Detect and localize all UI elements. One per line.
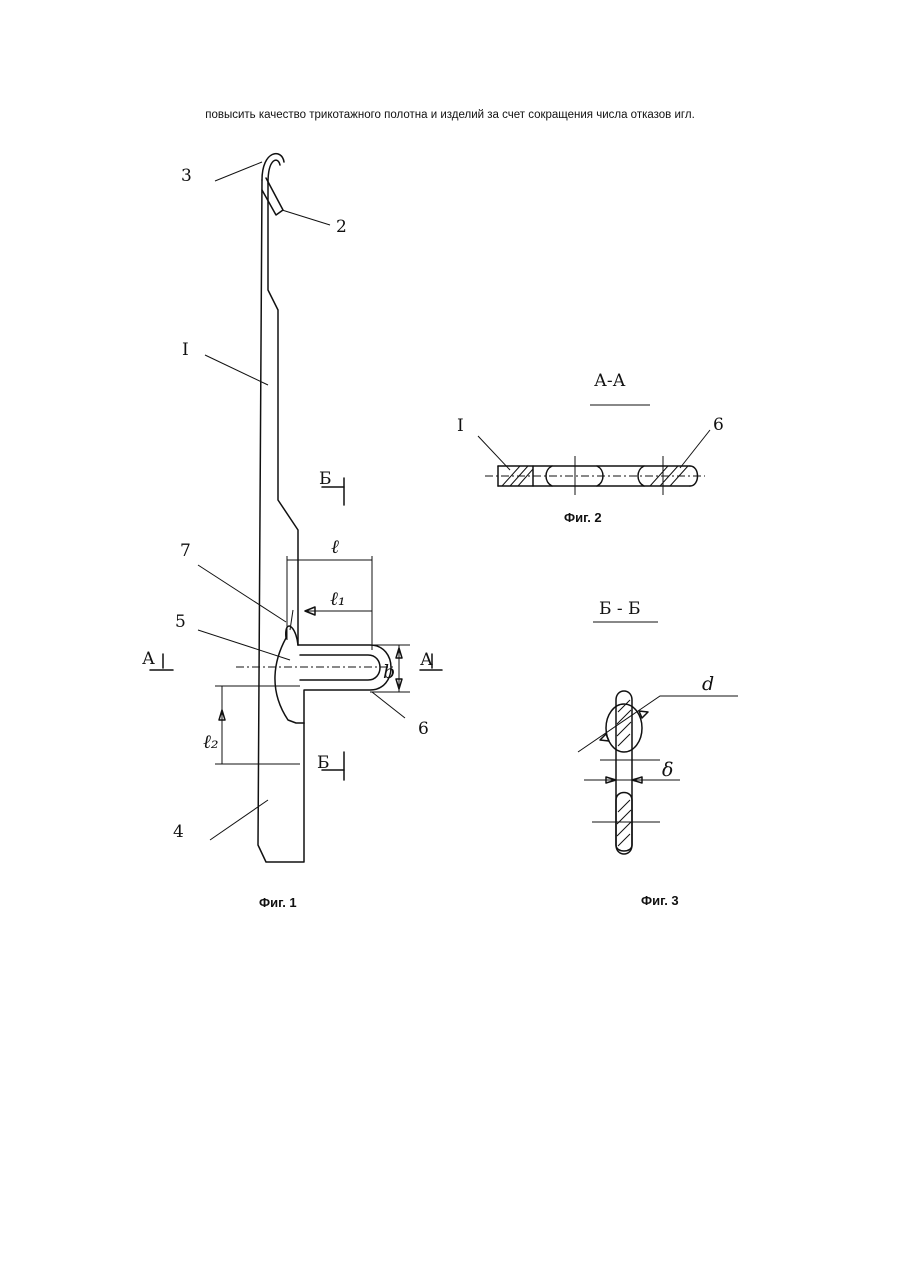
fig1-dim-l1: ℓ₁ xyxy=(330,588,346,610)
fig1-label-b-top: Б xyxy=(319,469,332,489)
fig2-label-6: 6 xyxy=(713,415,724,435)
fig2-cross-section xyxy=(478,430,710,495)
fig3-caption: Фиг. 3 xyxy=(641,893,679,908)
fig1-label-4: 4 xyxy=(173,822,184,842)
fig1-dim-l2: ℓ₂ xyxy=(203,731,219,753)
fig2-section-title: А-А xyxy=(594,371,626,391)
fig1-label-3: 3 xyxy=(181,166,192,186)
fig3-label-delta: δ xyxy=(662,759,673,781)
fig2-label-I: I xyxy=(457,416,464,436)
fig1-dim-l: ℓ xyxy=(331,536,339,558)
fig1-caption: Фиг. 1 xyxy=(259,895,297,910)
fig2-caption: Фиг. 2 xyxy=(564,510,602,525)
fig1-label-2: 2 xyxy=(336,217,347,237)
fig3-label-d: d xyxy=(702,673,714,695)
fig1-label-a-right: А xyxy=(420,650,433,670)
fig1-dim-b: b xyxy=(383,661,395,683)
fig1-label-a-left: А xyxy=(142,649,155,669)
fig1-label-7: 7 xyxy=(180,541,191,561)
fig1-label-I: I xyxy=(182,340,189,360)
fig1-needle-drawing xyxy=(150,154,442,862)
fig1-label-b-bot: Б xyxy=(317,753,330,773)
fig1-label-6: 6 xyxy=(418,719,429,739)
fig3-cross-section xyxy=(578,691,738,854)
fig3-section-title: Б - Б xyxy=(599,599,641,619)
fig1-label-5: 5 xyxy=(175,612,186,632)
